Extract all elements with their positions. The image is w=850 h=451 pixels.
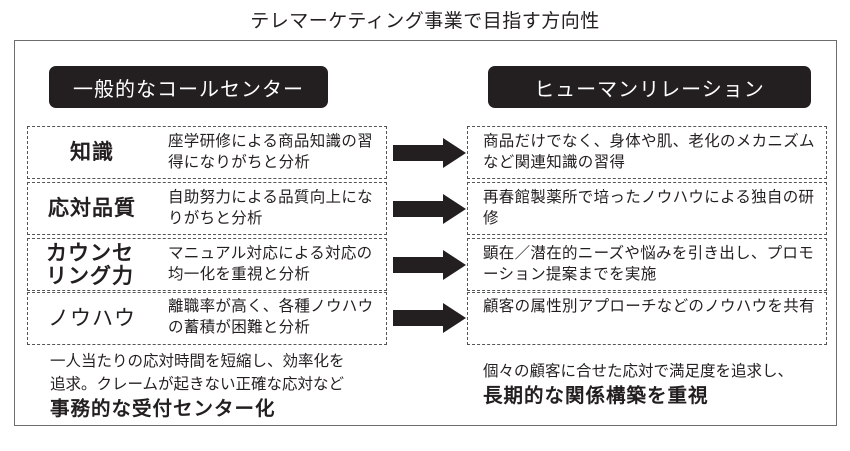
right-row-description: 顕在／潜在的ニーズや悩みを引き出し、プロモーション提案までを実施 — [483, 244, 815, 283]
right-row-description: 顧客の属性別アプローチなどのノウハウを共有 — [483, 297, 815, 315]
right-arrow-icon — [393, 194, 466, 224]
right-row-response-quality: 再春館製薬所で培ったノウハウによる独自の研修 — [467, 182, 827, 235]
left-header-general-call-center: 一般的なコールセンター — [49, 66, 328, 108]
left-summary-emphasis: 事務的な受付センター化 — [50, 397, 276, 420]
right-row-knowledge: 商品だけでなく、身体や肌、老化のメカニズムなど関連知識の習得 — [467, 126, 827, 179]
row-label: カウンセリング力 — [46, 240, 134, 288]
left-row-counseling: カウンセリング力 マニュアル対応による対応の均一化を重視と分析 — [27, 238, 387, 291]
left-row-knowledge: 知識 座学研修による商品知識の習得になりがちと分析 — [27, 126, 387, 179]
left-row-knowhow: ノウハウ 離職率が高く、各種ノウハウの蓄積が困難と分析 — [27, 292, 387, 345]
row-label: 応対品質 — [48, 196, 136, 220]
left-summary: 一人当たりの応対時間を短縮し、効率化を 追求。クレームが起きない正確な応対など … — [50, 350, 390, 422]
right-row-knowhow: 顧客の属性別アプローチなどのノウハウを共有 — [467, 292, 827, 345]
right-row-counseling: 顕在／潜在的ニーズや悩みを引き出し、プロモーション提案までを実施 — [467, 238, 827, 291]
left-summary-line-1: 一人当たりの応対時間を短縮し、効率化を — [50, 352, 345, 370]
right-arrow-icon — [393, 250, 466, 280]
left-row-response-quality: 応対品質 自助努力による品質向上になりがちと分析 — [27, 182, 387, 235]
row-label: 知識 — [70, 140, 114, 164]
right-summary: 個々の顧客に合せた応対で満足度を追求し、 長期的な関係構築を重視 — [483, 360, 823, 409]
diagram-frame — [14, 40, 837, 426]
left-row-description: 座学研修による商品知識の習得になりがちと分析 — [168, 132, 373, 171]
right-arrow-icon — [393, 138, 466, 168]
right-row-description: 再春館製薬所で培ったノウハウによる独自の研修 — [483, 188, 815, 227]
left-summary-line-2: 追求。クレームが起きない正確な応対など — [50, 375, 345, 393]
right-row-description: 商品だけでなく、身体や肌、老化のメカニズムなど関連知識の習得 — [483, 132, 815, 171]
right-arrow-icon — [393, 303, 466, 333]
diagram-title: テレマーケティング事業で目指す方向性 — [250, 10, 600, 32]
right-summary-emphasis: 長期的な関係構築を重視 — [483, 384, 709, 407]
left-row-description: マニュアル対応による対応の均一化を重視と分析 — [168, 244, 373, 283]
left-row-description: 離職率が高く、各種ノウハウの蓄積が困難と分析 — [168, 297, 374, 336]
row-label: ノウハウ — [48, 306, 136, 330]
right-header-human-relation: ヒューマンリレーション — [488, 66, 811, 108]
right-summary-line-1: 個々の顧客に合せた応対で満足度を追求し、 — [483, 362, 794, 380]
left-row-description: 自助努力による品質向上になりがちと分析 — [168, 188, 373, 227]
